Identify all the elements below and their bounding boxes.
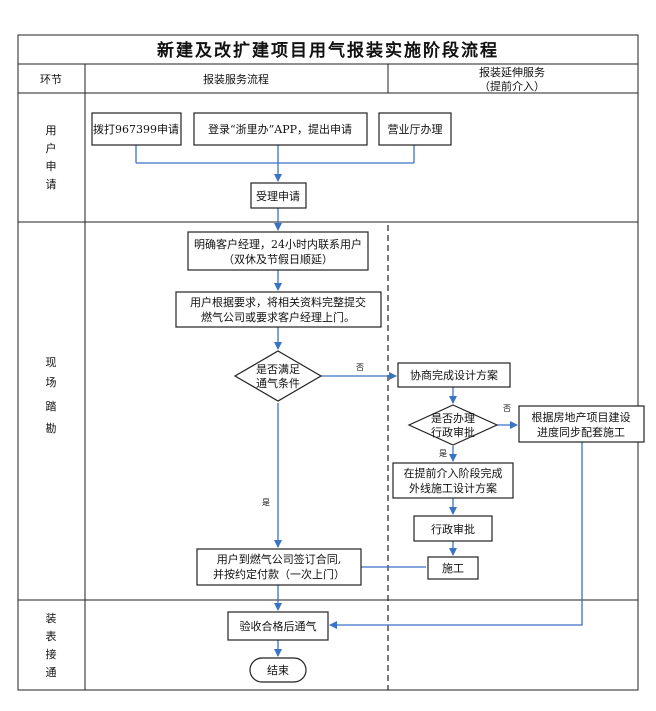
submit-box-line2: 燃气公司或要求客户经理上门。 (201, 310, 355, 324)
accept-apply-box: 受理申请 (256, 190, 300, 203)
submit-box-line1: 用户根据要求，将相关资料完整提交 (190, 295, 366, 309)
header-stage: 环节 (40, 73, 62, 86)
section-char: 接 (46, 648, 57, 661)
admin-approval-decision-line1: 是否办理 (431, 412, 475, 425)
section-user-apply: 用 户 申 请 (46, 124, 57, 191)
design-plan-box: 协商完成设计方案 (410, 368, 498, 382)
branch-yes-label: 是 (262, 498, 270, 507)
contract-box-line1: 用户到燃气公司签订合同, (217, 552, 342, 566)
admin-approval-box: 行政审批 (431, 522, 475, 536)
branch-no-label: 否 (356, 363, 364, 372)
gas-condition-decision-line2: 通气条件 (256, 376, 300, 390)
end-terminal: 结束 (267, 664, 289, 677)
sync-construction-box-line1: 根据房地产项目建设 (532, 410, 631, 424)
section-char: 勘 (46, 422, 57, 435)
section-char: 现 (46, 356, 57, 369)
section-char: 户 (46, 141, 57, 155)
branch-no-label: 否 (503, 404, 511, 413)
sync-construction-box-line2: 进度同步配套施工 (537, 425, 625, 439)
section-char: 通 (46, 666, 57, 679)
section-char: 用 (46, 124, 57, 137)
admin-approval-decision-line2: 行政审批 (431, 425, 475, 439)
flow-boxes (91, 112, 645, 683)
table-grid (17, 34, 639, 691)
manager-box-line2: （双休及节假日顺延） (223, 252, 333, 266)
early-design-box-line1: 在提前介入阶段完成 (404, 466, 503, 480)
connectors (135, 145, 583, 657)
acceptance-gas-box: 验收合格后通气 (240, 619, 317, 633)
section-char: 表 (46, 629, 57, 643)
section-char: 场 (46, 375, 57, 389)
header-early-intervention: （提前介入） (479, 79, 545, 93)
section-char: 装 (46, 612, 57, 625)
header-extended-service: 报装延伸服务 (479, 65, 545, 79)
section-char: 申 (46, 160, 57, 173)
hall-apply-box: 营业厅办理 (388, 122, 443, 136)
construction-box: 施工 (442, 562, 464, 575)
section-site-survey: 现 场 踏 勘 (46, 356, 57, 435)
section-install: 装 表 接 通 (46, 612, 57, 679)
page-title: 新建及改扩建项目用气报装实施阶段流程 (157, 40, 499, 61)
section-char: 请 (46, 178, 57, 191)
contract-box-line2: 并按约定付款（一次上门） (213, 567, 345, 581)
call-apply-box: 拨打967399申请 (93, 122, 179, 136)
header-service-flow: 报装服务流程 (203, 72, 269, 86)
branch-yes-label: 是 (439, 449, 447, 458)
app-apply-box: 登录“浙里办”APP，提出申请 (208, 122, 352, 136)
early-design-box-line2: 外线施工设计方案 (409, 481, 497, 495)
gas-condition-decision-line1: 是否满足 (256, 363, 300, 376)
manager-box-line1: 明确客户经理，24小时内联系用户 (194, 237, 362, 251)
section-char: 踏 (46, 399, 57, 413)
